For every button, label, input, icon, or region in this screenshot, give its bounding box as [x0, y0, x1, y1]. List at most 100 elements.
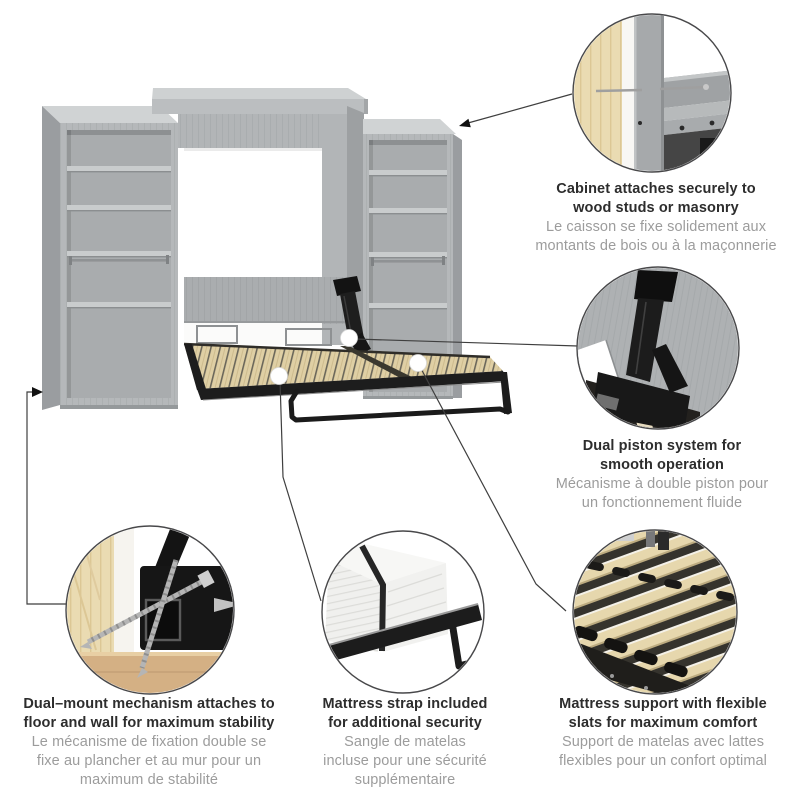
feature-slat-support: Mattress support with flexible slats for…: [526, 695, 800, 771]
arrowhead-icon: [459, 118, 471, 128]
feature-line: un fonctionnement fluide: [581, 495, 743, 511]
cabinet-crown-front: [152, 99, 368, 114]
feature-line: wood studs or masonry: [573, 200, 739, 216]
leader-line-slats: [417, 362, 567, 612]
leader-lines: [26, 93, 579, 612]
leader-line-wall-anchor: [467, 93, 573, 124]
wall-bracket: [196, 325, 332, 346]
cabinet-interior-dark: [664, 127, 730, 171]
feature-line: Dual–mount mechanism attaches to: [23, 696, 275, 712]
feature-line: fixe au plancher et au mur pour un: [36, 753, 262, 769]
mattress: [325, 541, 448, 652]
feature-line: montants de bois ou à la maçonnerie: [535, 238, 777, 254]
feature-title: Dual–mount mechanism attaches to floor a…: [12, 695, 286, 733]
center-rail: [340, 346, 414, 380]
feature-line: Le mécanisme de fixation double se: [31, 734, 267, 750]
bookcase-top: [42, 106, 178, 123]
feature-dual-piston: Dual piston system for smooth operation …: [528, 437, 796, 513]
wall-trim: [114, 527, 134, 656]
bookcase-shelves: [369, 170, 447, 310]
bookcase-side-panel: [42, 106, 60, 410]
feature-title: Cabinet attaches securely to wood studs …: [516, 180, 796, 218]
wood-stud: [67, 527, 114, 656]
cabinet-back-stile: [634, 15, 664, 171]
lag-screw: [80, 570, 215, 649]
feature-line: Mécanisme à double piston pour: [555, 476, 769, 492]
feature-subtitle: Mécanisme à double piston pour un foncti…: [528, 475, 796, 513]
bookcase-interior: [369, 140, 447, 392]
metal-pin: [214, 598, 233, 612]
feature-subtitle: Sangle de matelas incluse pour une sécur…: [288, 733, 522, 790]
detail-wall-anchor: [572, 13, 732, 173]
leader-line-strap: [279, 379, 322, 602]
bookcase-base: [60, 405, 178, 409]
deck-left-cap: [184, 344, 206, 390]
slat-holders-middle: [586, 560, 734, 602]
closet-rod: [69, 255, 169, 265]
feature-line: floor and wall for maximum stability: [23, 715, 275, 731]
piston-arm: [626, 270, 688, 393]
detail-dual-piston: [576, 266, 740, 430]
feature-title: Mattress support with flexible slats for…: [526, 695, 800, 733]
leg-bar: [288, 388, 511, 423]
floor-bracket: [140, 527, 233, 650]
cabinet-top-surface: [664, 100, 730, 121]
feature-line: Sangle de matelas: [344, 734, 466, 750]
bookcase-top: [363, 119, 456, 134]
feature-line: flexibles pour un confort optimal: [558, 753, 768, 769]
leader-line-dual-mount: [26, 391, 67, 605]
slat-holders-rail: [574, 625, 688, 678]
detail-mattress-strap: [321, 530, 485, 694]
deck-back-rail: [183, 342, 491, 359]
feature-mattress-strap: Mattress strap included for additional s…: [288, 695, 522, 790]
detail-dual-mount: [65, 525, 235, 695]
closet-rod: [371, 256, 445, 266]
left-bookcase: [42, 106, 178, 410]
callout-dot: [340, 329, 358, 347]
lift-piston: [333, 276, 371, 355]
feature-line: Le caisson se fixe solidement aux: [545, 219, 767, 235]
bed-right-edge: [500, 372, 512, 414]
feature-subtitle: Support de matelas avec lattes flexibles…: [526, 733, 800, 771]
feature-line: Mattress support with flexible: [559, 696, 767, 712]
feature-line: Mattress strap included: [322, 696, 488, 712]
feature-line: slats for maximum comfort: [568, 715, 758, 731]
feature-title: Dual piston system for smooth operation: [528, 437, 796, 475]
feature-subtitle: Le mécanisme de fixation double se fixe …: [12, 733, 286, 790]
bed-cabinet: [152, 88, 368, 352]
lag-screw: [137, 559, 179, 678]
frame-post: [658, 531, 669, 550]
cabinet-crown-top: [152, 88, 366, 99]
bed-rim: [197, 371, 507, 400]
callout-dot: [270, 367, 288, 385]
callout-dots: [270, 329, 427, 385]
feature-line: incluse pour une sécurité: [323, 753, 487, 769]
feature-title: Mattress strap included for additional s…: [288, 695, 522, 733]
cabinet-opening: [184, 148, 322, 277]
leader-line-piston: [354, 338, 579, 347]
feature-subtitle: Le caisson se fixe solidement aux montan…: [516, 218, 796, 256]
feature-line: Dual piston system for: [582, 438, 742, 454]
drywall: [622, 15, 634, 171]
feature-line: for additional security: [328, 715, 482, 731]
feature-dual-mount: Dual–mount mechanism attaches to floor a…: [12, 695, 286, 790]
feature-wall-anchor: Cabinet attaches securely to wood studs …: [516, 180, 796, 256]
feature-line: Support de matelas avec lattes: [561, 734, 765, 750]
side-rail: [574, 638, 706, 693]
feature-line: supplémentaire: [354, 772, 456, 788]
detail-flexible-slats: [572, 529, 738, 695]
murphy-bed: [183, 276, 512, 423]
arrowhead-icon: [32, 387, 43, 397]
wood-stud: [574, 15, 622, 171]
bookcase-interior: [67, 130, 171, 398]
frame-post: [646, 531, 655, 547]
bookcase-shelves: [67, 166, 171, 309]
feature-line: maximum de stabilité: [79, 772, 219, 788]
bookcase-side-panel: [453, 134, 462, 398]
feature-line: smooth operation: [599, 457, 725, 473]
callout-dot: [409, 354, 427, 372]
lag-screw: [595, 84, 709, 93]
bookcase-base: [363, 396, 453, 399]
